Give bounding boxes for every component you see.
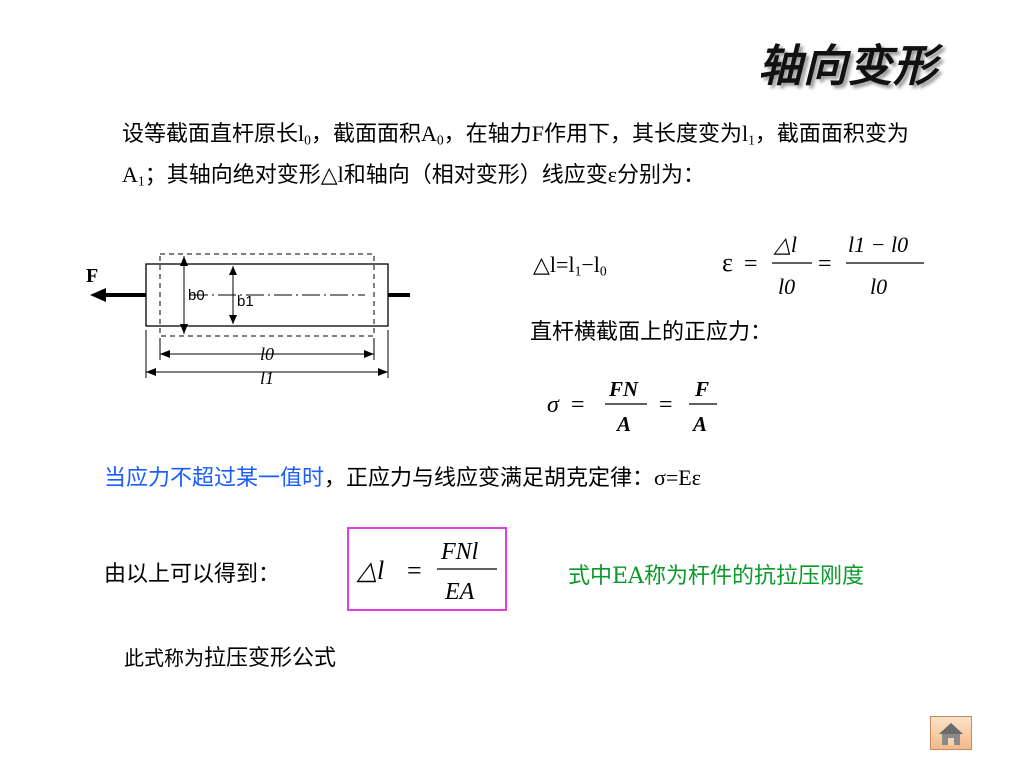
svg-text:l1 − l0: l1 − l0 [848,232,908,257]
hooke-law-formula: σ=Eε [654,465,701,490]
svg-text:=: = [744,251,758,277]
normal-stress-equation: σ = FN A = F A [547,377,717,436]
svg-text:F: F [694,377,709,401]
svg-text:A: A [615,412,631,436]
intro-paragraph: 设等截面直杆原长l0，截面面积A0，在轴力F作用下，其长度变为l1，截面面积变为… [122,121,909,189]
force-arrowhead-left [90,288,106,302]
svg-text:FNl: FNl [440,539,479,565]
l1-label: l1 [260,368,274,388]
home-button[interactable] [930,716,972,750]
svg-text:ε: ε [722,248,733,277]
deformation-formula: △l = FNl EA [356,539,497,605]
home-icon [939,723,963,745]
derive-label: 由以上可以得到： [104,562,281,587]
l0-label: l0 [260,344,274,364]
normal-stress-label: 直杆横截面上的正应力： [530,320,773,345]
svg-text:=: = [571,392,585,418]
b0-label: b0 [188,287,205,304]
deformation-formula-box: △l = FNl EA [347,527,507,611]
svg-text:σ: σ [547,392,560,418]
svg-text:=: = [818,251,832,277]
axial-rigidity-note: 式中EA称为杆件的抗拉压刚度 [568,564,864,589]
svg-text:△l: △l [356,556,384,585]
svg-text:△l: △l [773,232,797,257]
formula-name-line: 此式称为拉压变形公式 [124,646,337,671]
svg-text:=: = [407,556,422,585]
force-label-left: F [86,265,98,287]
svg-text:l0: l0 [778,274,795,299]
svg-text:l0: l0 [870,274,887,299]
b1-label: b1 [237,293,254,310]
hooke-law-statement: 当应力不超过某一值时，正应力与线应变满足胡克定律：σ=Eε [104,465,701,491]
slide-title: 轴向变形 [758,41,938,92]
strain-equation: ε = △l l0 = l1 − l0 l0 [722,232,924,299]
original-bar [145,263,389,327]
absolute-deformation-equation: △l=l1−l0 [533,252,607,279]
svg-text:=: = [659,392,673,418]
bar-deformation-figure: F F b0 b1 l0 l1 [86,253,410,388]
deformed-bar [159,253,375,337]
hooke-condition-highlight: 当应力不超过某一值时 [104,466,325,491]
svg-text:EA: EA [444,579,475,605]
svg-text:A: A [691,412,707,436]
svg-text:FN: FN [608,377,639,401]
